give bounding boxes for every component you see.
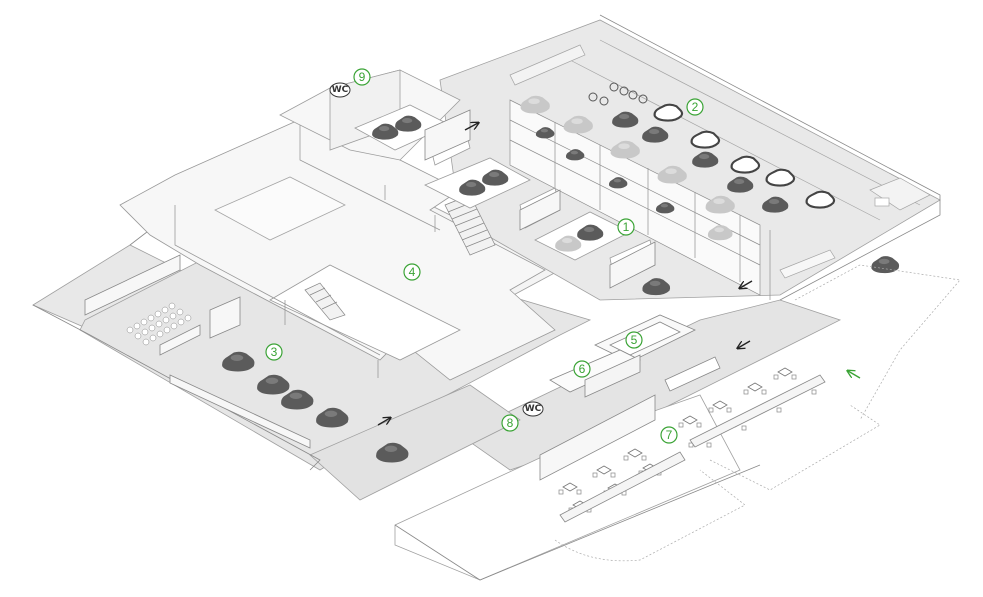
zone-7-marker: 7: [660, 426, 678, 444]
wc-badge-lower: WC: [522, 401, 544, 417]
staircase: [304, 194, 496, 321]
arrow-exit-mid: [738, 340, 751, 348]
zone-8-marker: 8: [501, 414, 519, 432]
zone-2-marker: 2: [686, 98, 704, 116]
zone-3-label: 3: [271, 345, 278, 359]
arrow-exit-right: [740, 280, 753, 288]
zone-1-label: 1: [623, 220, 630, 234]
arrow-entry-upper: [464, 123, 478, 131]
zone-1-marker: 1: [617, 218, 635, 236]
flow-arrows: [377, 123, 861, 426]
zone-6-label: 6: [579, 362, 586, 376]
bicycles: [588, 82, 648, 106]
zone-5-label: 5: [631, 333, 638, 347]
zone-6-marker: 6: [573, 360, 591, 378]
arrow-entry-left: [377, 418, 390, 426]
zone-2-label: 2: [692, 100, 699, 114]
reception-counters: [549, 314, 721, 398]
cafe-terrace: [554, 264, 961, 562]
wc-badge-lower-label: WC: [525, 404, 542, 414]
zone-8-label: 8: [507, 416, 514, 430]
zone-9-marker: 9: [353, 68, 371, 86]
auditorium-seating: [126, 302, 192, 346]
zone-4-label: 4: [409, 265, 416, 279]
wc-badge-upper-label: WC: [332, 85, 349, 95]
zone-5-marker: 5: [625, 331, 643, 349]
partition-walls: [84, 109, 656, 481]
arrow-pedestrian: [848, 371, 861, 379]
car-tower-racks: [509, 99, 771, 300]
wc-badge-upper: WC: [329, 82, 351, 98]
zone-9-label: 9: [359, 70, 366, 84]
zone-4-marker: 4: [403, 263, 421, 281]
service-hall: [509, 39, 931, 279]
cafe-rails: [559, 374, 826, 523]
zone-7-label: 7: [666, 428, 673, 442]
zone-labels: 1 2 3 4 5 6 7 8: [265, 68, 704, 444]
zone-3-marker: 3: [265, 343, 283, 361]
